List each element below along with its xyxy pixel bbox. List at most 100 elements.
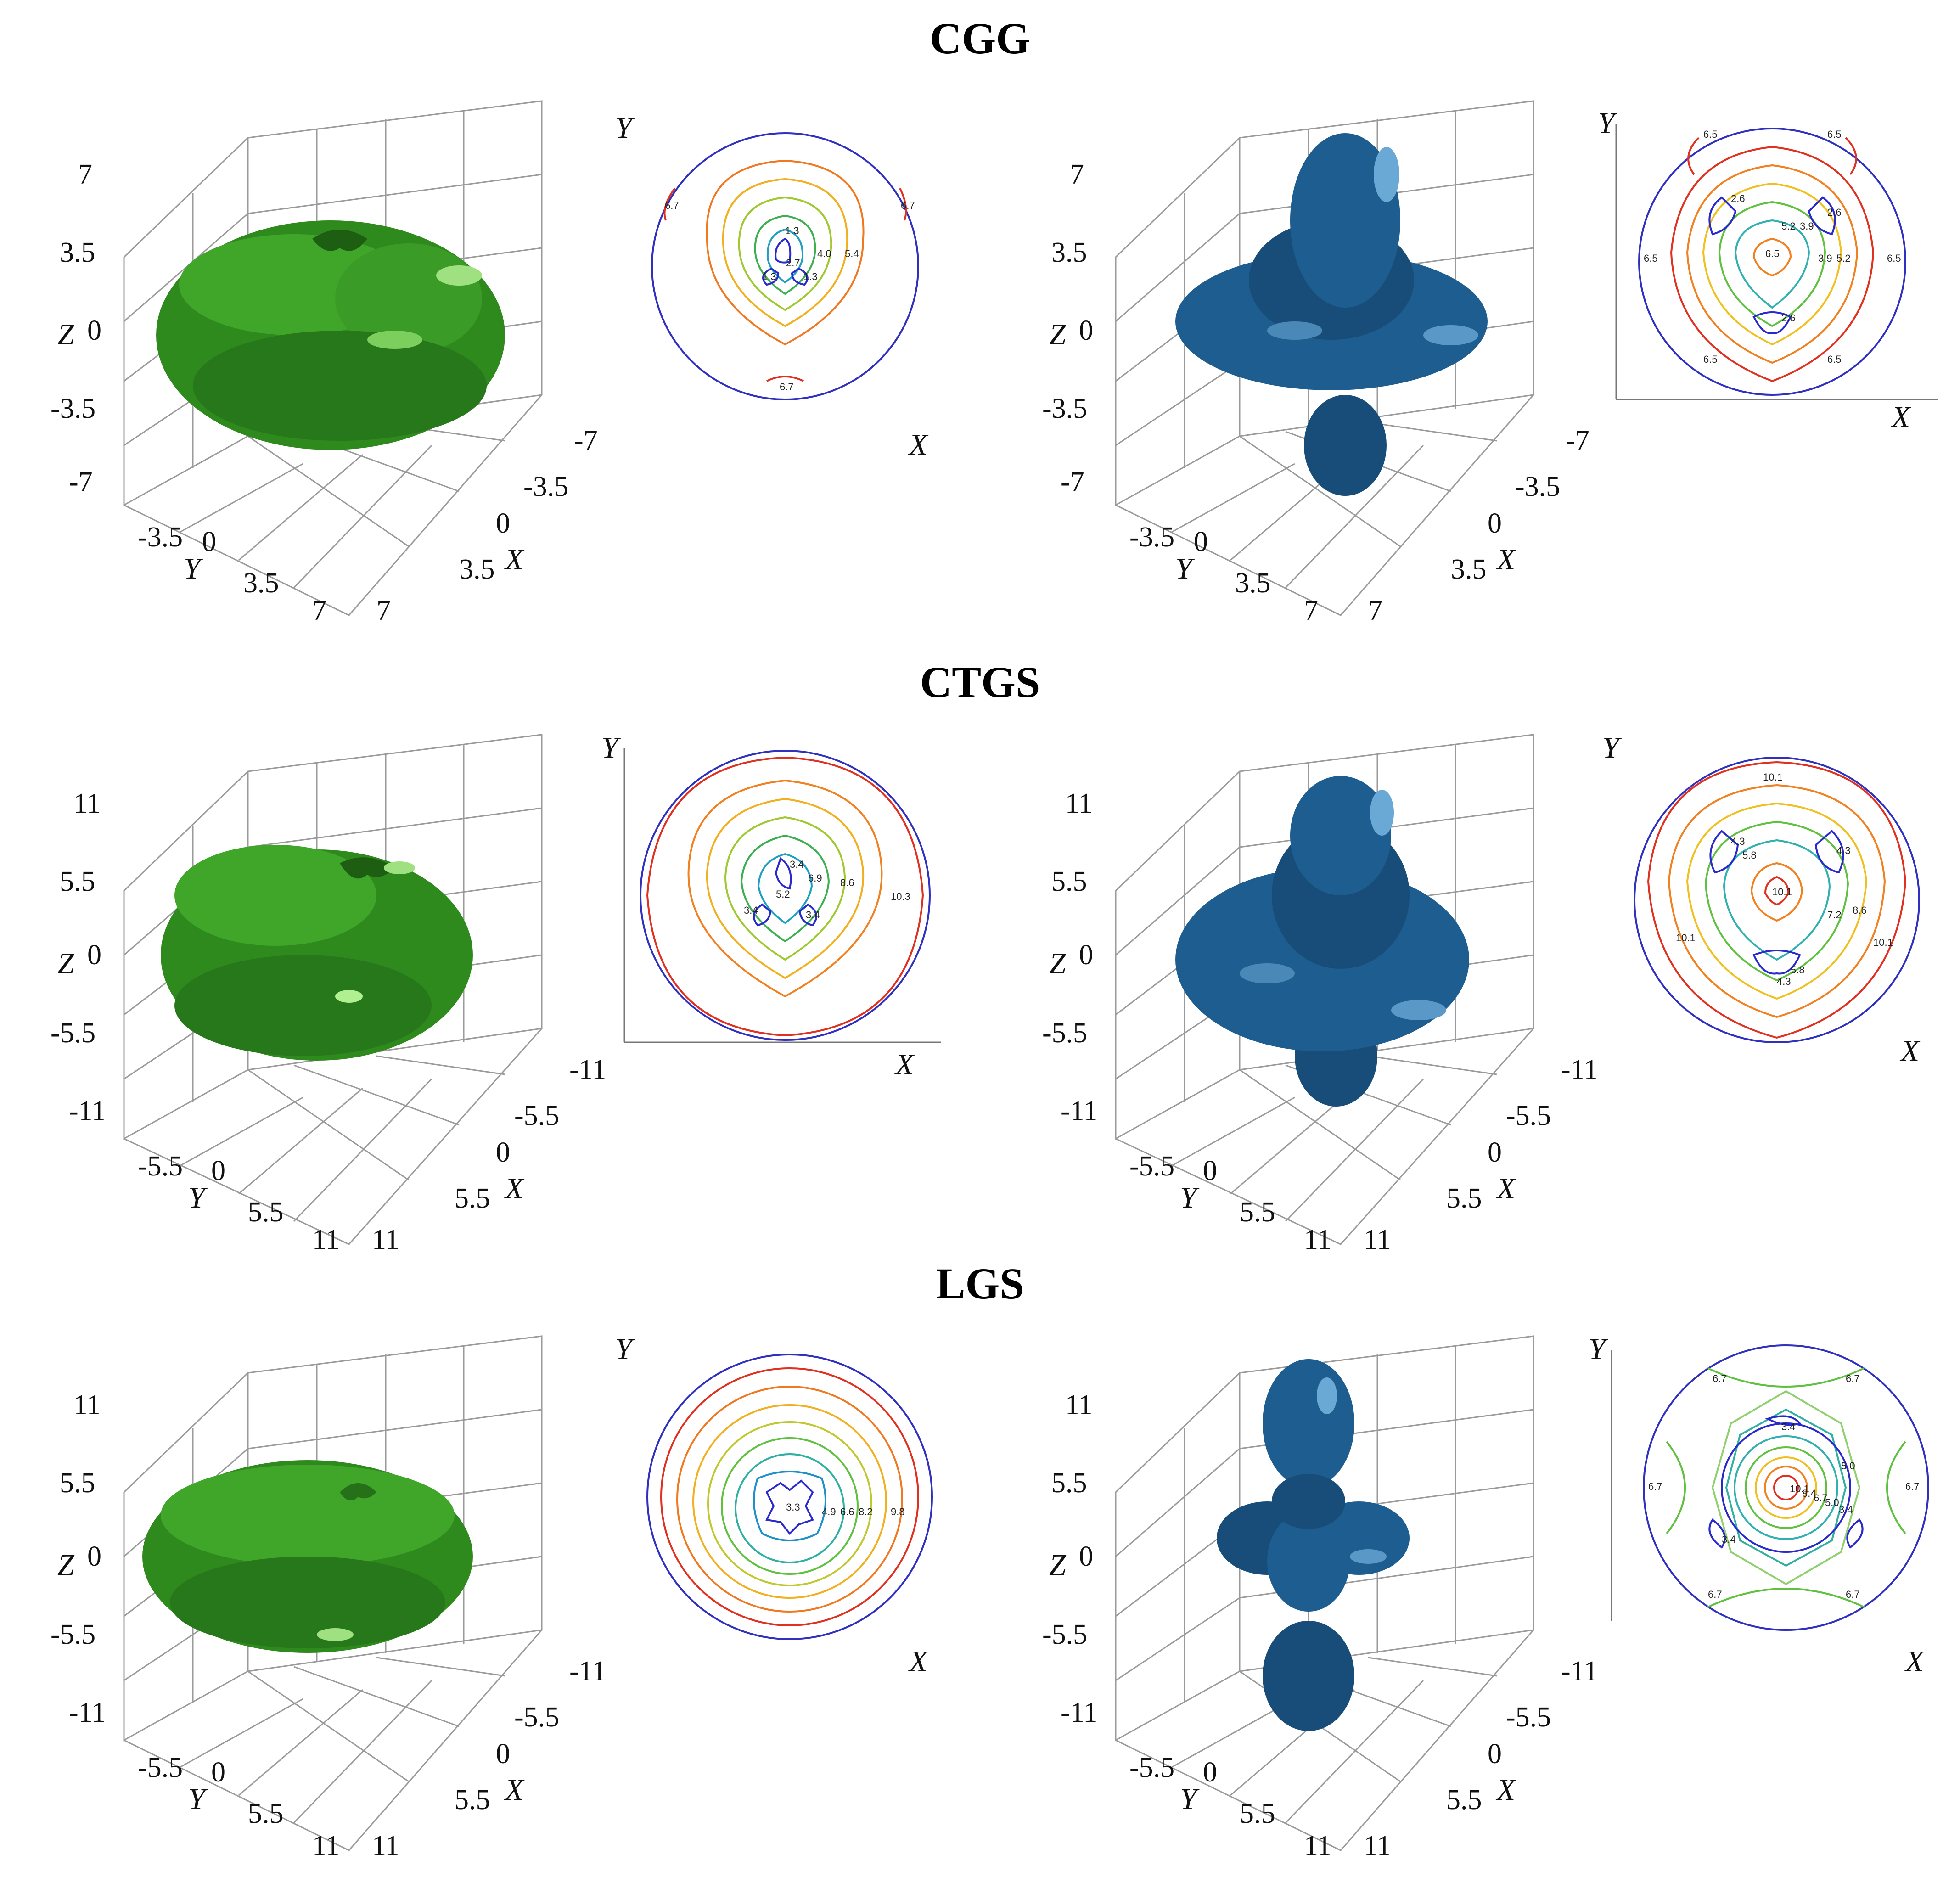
contour-label: 3.4 [744, 905, 758, 916]
x-axis-label: X [1495, 1172, 1516, 1205]
contour-y-label: Y [601, 731, 621, 764]
contour-label: 2.7 [786, 257, 800, 269]
x-tick: -11 [569, 1656, 606, 1687]
x-tick: 3.5 [459, 554, 495, 585]
contour-y-label: Y [615, 1332, 635, 1366]
contour-label: 6.7 [1648, 1481, 1662, 1492]
contour-label: 5.0 [1825, 1497, 1839, 1508]
z-tick: 0 [87, 1541, 101, 1572]
contour-x-label: X [1899, 1034, 1921, 1068]
contour-label: 8.4 [1802, 1488, 1816, 1499]
contour-label: 4.3 [1836, 845, 1851, 856]
x-tick: -5.5 [1506, 1702, 1551, 1733]
z-tick: 5.5 [60, 1467, 95, 1499]
x-tick: 11 [372, 1224, 399, 1255]
x-axis-label: X [504, 1172, 525, 1205]
x-tick: -7 [574, 425, 598, 456]
contour-label: 6.7 [1905, 1481, 1920, 1492]
contour-label: 10.1 [1763, 771, 1783, 783]
contour-label: 3.4 [790, 859, 804, 870]
x-tick: 0 [1488, 1738, 1502, 1770]
y-tick: 5.5 [1240, 1197, 1275, 1228]
contour-label: 3.4 [806, 909, 820, 921]
contour-y-label: Y [1598, 107, 1617, 140]
y-tick: 5.5 [1240, 1798, 1275, 1829]
cgg-3d-plot-blue: 7 3.5 0 -3.5 -7 Z -3.5 0 3.5 7 Y -7 -3.5… [1042, 100, 1589, 626]
x-tick: 5.5 [1446, 1784, 1482, 1815]
contour-label: 6.5 [1887, 253, 1901, 264]
z-tick: 11 [1065, 1389, 1093, 1421]
x-axis-label: X [504, 1773, 525, 1807]
y-tick: -5.5 [1129, 1151, 1174, 1182]
y-tick: -5.5 [138, 1752, 183, 1783]
contour-label: 6.5 [1765, 248, 1780, 259]
contour-label: 5.2 [1836, 253, 1851, 264]
y-tick: 3.5 [1235, 568, 1271, 599]
contour-label: 2.6 [1731, 193, 1745, 204]
y-tick: 5.5 [248, 1798, 284, 1829]
x-tick: -5.5 [514, 1100, 559, 1131]
x-tick: -3.5 [523, 471, 568, 502]
contour-label: 8.6 [1853, 905, 1867, 916]
z-tick: 0 [1079, 315, 1093, 346]
contour-label: 1.3 [762, 271, 776, 282]
contour-label: 4.3 [1731, 836, 1745, 847]
z-tick: -3.5 [1042, 393, 1087, 424]
y-tick: 11 [1304, 1224, 1331, 1255]
ctgs-contour-right: Y X 10.1 4.3 5.8 4.3 10.1 7.2 8.6 10.1 1… [1602, 731, 1921, 1068]
z-tick: 5.5 [60, 866, 95, 897]
y-tick: 0 [202, 526, 216, 557]
x-tick: 0 [1488, 1137, 1502, 1168]
x-tick: 0 [496, 1137, 510, 1168]
z-axis-label: Z [1049, 947, 1067, 980]
y-tick: 3.5 [243, 568, 279, 599]
contour-label: 6.9 [808, 872, 822, 884]
y-tick: -5.5 [138, 1151, 183, 1182]
z-tick: -7 [1061, 466, 1084, 498]
x-tick: 11 [372, 1830, 399, 1861]
contour-label: 6.7 [1713, 1373, 1727, 1384]
contour-label: 5.8 [1791, 964, 1805, 976]
y-axis-label: Y [188, 1782, 208, 1816]
z-tick: 0 [1079, 1541, 1093, 1572]
z-tick: -11 [1061, 1697, 1097, 1728]
z-tick: -5.5 [1042, 1017, 1087, 1049]
x-tick: -7 [1566, 425, 1589, 456]
x-tick: -11 [1561, 1054, 1598, 1085]
contour-label: 6.7 [1708, 1589, 1722, 1600]
x-tick: 7 [1368, 595, 1382, 626]
z-tick: 3.5 [1051, 237, 1087, 268]
lgs-contour-left: Y X 3.3 4.9 6.6 8.2 9.8 [615, 1332, 933, 1678]
contour-label: 8.2 [859, 1506, 873, 1517]
y-axis-label: Y [184, 552, 203, 585]
contour-label: 3.9 [1818, 253, 1832, 264]
contour-label: 4.0 [817, 248, 831, 259]
contour-label: 6.7 [1846, 1373, 1860, 1384]
contour-label: 1.3 [785, 225, 799, 236]
y-tick: 0 [1203, 1757, 1217, 1788]
z-tick: 11 [73, 1389, 101, 1421]
y-axis-label: Y [1180, 1181, 1200, 1214]
contour-label: 5.8 [1742, 849, 1757, 861]
x-tick: -5.5 [1506, 1100, 1551, 1131]
contour-label: 2.6 [1781, 312, 1796, 324]
y-tick: 11 [1304, 1830, 1331, 1861]
contour-label: 5.2 [1781, 220, 1796, 232]
contour-label: 6.5 [1827, 129, 1842, 140]
contour-label: 4.9 [822, 1506, 836, 1517]
y-axis-label: Y [1180, 1782, 1200, 1816]
y-axis-label: Y [188, 1181, 208, 1214]
contour-label: 6.5 [1827, 354, 1842, 365]
z-tick: 7 [1070, 159, 1084, 190]
contour-label: 5.4 [845, 248, 859, 259]
contour-label: 6.7 [1814, 1492, 1828, 1504]
cgg-contour-right: Y X 6.5 6.5 6.5 6.5 6.5 6.5 2.6 2.6 2.6 … [1598, 107, 1938, 434]
contour-label: 6.5 [1644, 253, 1658, 264]
contour-label: 7.2 [1827, 909, 1842, 921]
contour-label: 10.1 [1676, 932, 1696, 944]
z-axis-label: Z [57, 318, 75, 351]
z-tick: -11 [69, 1096, 106, 1127]
contour-label: 5.0 [1841, 1460, 1855, 1472]
contour-label: 3.4 [1839, 1504, 1853, 1515]
x-tick: 0 [1488, 508, 1502, 539]
